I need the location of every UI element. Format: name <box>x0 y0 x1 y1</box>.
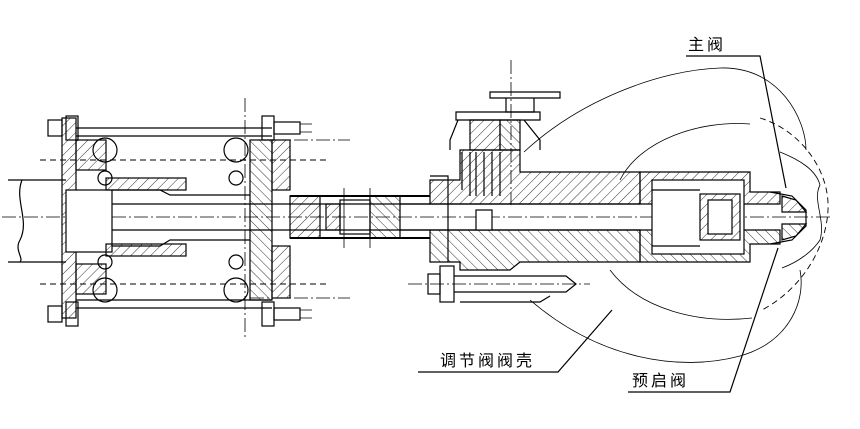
leader-lines <box>418 55 787 393</box>
main-valve-housing <box>639 171 808 263</box>
main-shaft <box>112 188 640 248</box>
valve-body <box>429 149 641 271</box>
tie-rods <box>47 115 312 327</box>
lower-stud <box>408 265 590 303</box>
motion-arcs <box>523 67 829 363</box>
handwheel <box>449 60 561 205</box>
label-pre-opening-valve: 预启阀 <box>632 371 689 390</box>
bearing-housing <box>61 117 291 319</box>
label-main-valve: 主阀 <box>688 35 726 54</box>
bearing-dash-lines <box>40 98 350 338</box>
bearing-balls <box>92 137 249 303</box>
left-shaft-stub <box>8 179 66 263</box>
label-regulating-valve-body: 调节阀阀壳 <box>440 351 535 370</box>
